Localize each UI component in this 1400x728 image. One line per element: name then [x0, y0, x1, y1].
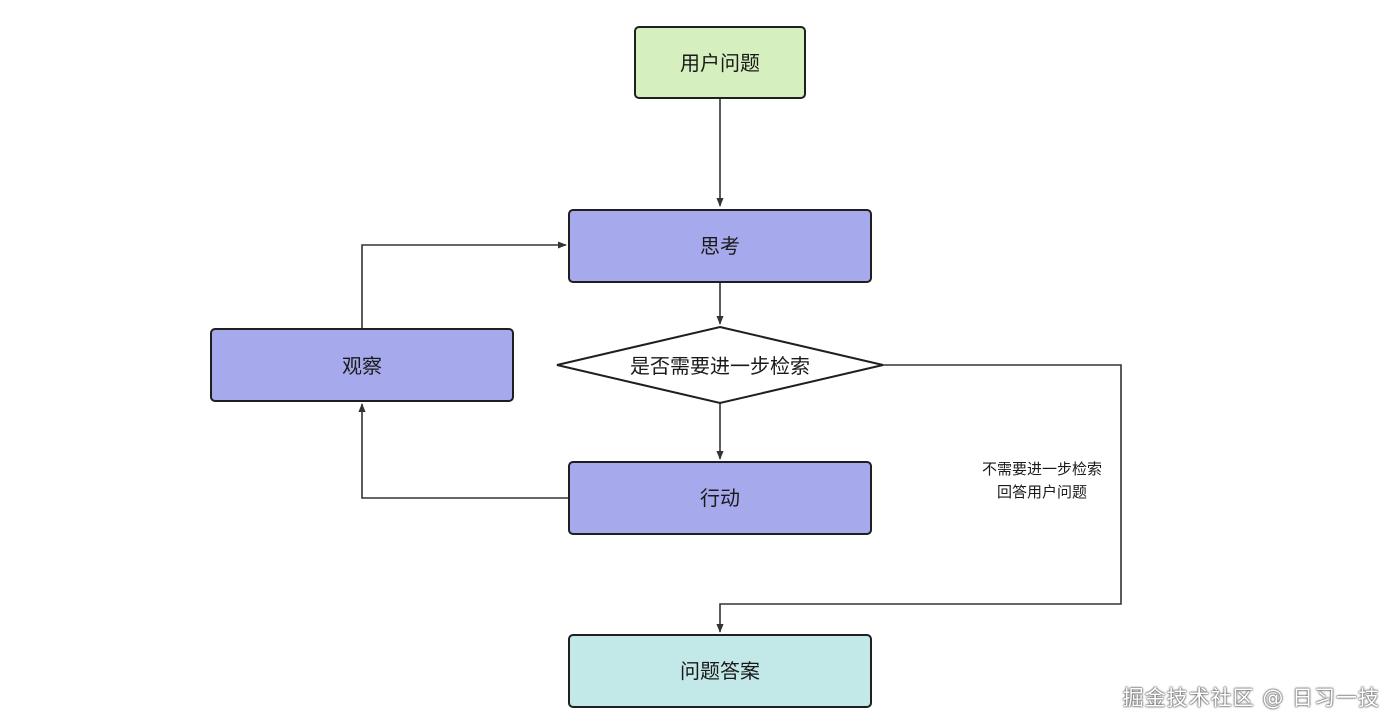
process-box-think [568, 209, 872, 283]
node-action: 行动 [568, 461, 872, 535]
node-observe: 观察 [210, 328, 514, 402]
start-box [634, 26, 806, 99]
node-answer: 问题答案 [568, 634, 872, 708]
end-box [568, 634, 872, 708]
watermark: 掘金技术社区 @ 日习一技 [1122, 686, 1380, 710]
node-label-observe: 观察 [342, 354, 382, 378]
node-label-answer: 问题答案 [680, 659, 760, 683]
node-label-user-question: 用户问题 [680, 51, 760, 75]
node-user-question: 用户问题 [634, 26, 806, 99]
edge-decision-to-answer [716, 364, 1122, 633]
node-label-think: 思考 [700, 234, 740, 258]
decision-diamond [556, 325, 884, 405]
edge-action-to-observe [358, 403, 569, 499]
process-box-observe [210, 328, 514, 402]
node-label-decision: 是否需要进一步检索 [630, 354, 810, 378]
process-box-action [568, 461, 872, 535]
node-think: 思考 [568, 209, 872, 283]
edge-observe-to-think [361, 241, 567, 329]
node-label-action: 行动 [700, 486, 740, 510]
edge-label-no-retrieval-line1: 不需要进一步检索 [982, 460, 1102, 478]
edge-label-no-retrieval-line2: 回答用户问题 [997, 483, 1087, 501]
node-decision: 是否需要进一步检索 [556, 325, 884, 405]
